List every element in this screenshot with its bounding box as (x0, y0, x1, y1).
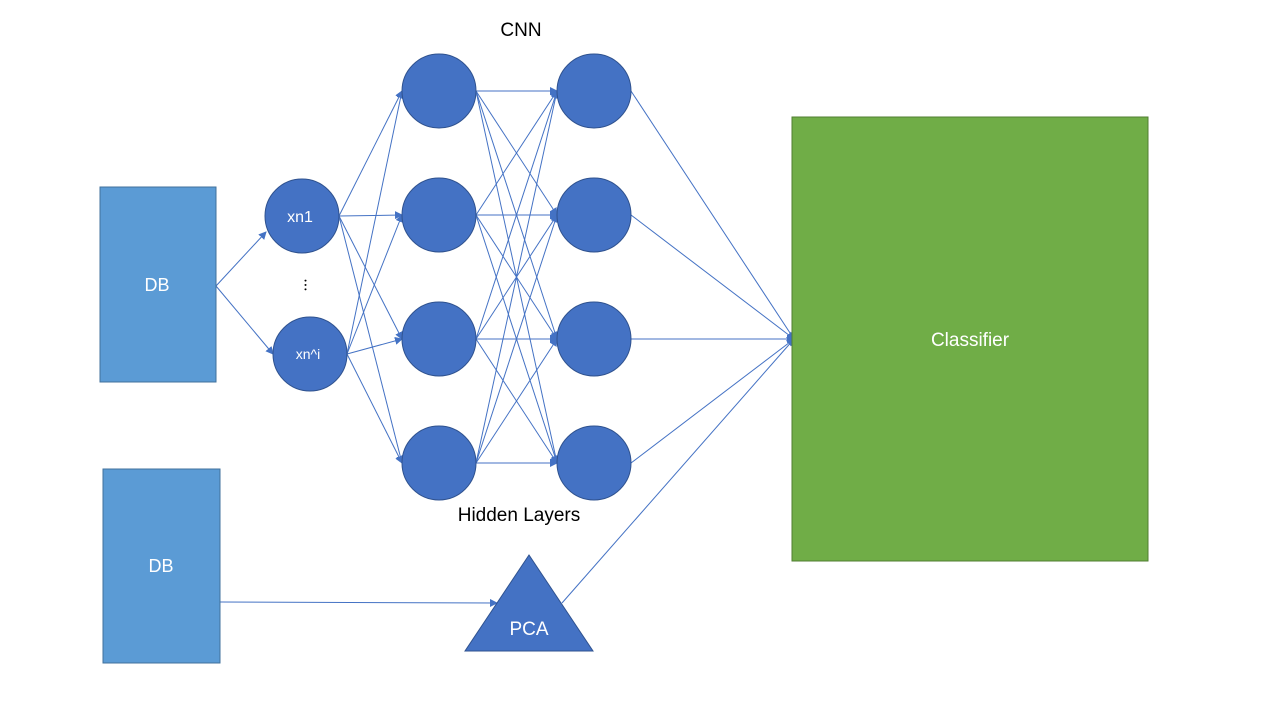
db-top: DB (99, 186, 217, 383)
edge-l1-4-to-l2-1 (475, 90, 560, 464)
hidden-node-l2-2 (556, 177, 632, 253)
hidden-layer-1 (401, 53, 477, 501)
hidden-node-l1-3 (401, 301, 477, 377)
input-node-xn1-label: xn1 (287, 209, 313, 226)
edge-xni-to-l1-3 (346, 336, 403, 355)
hidden-node-l1-1 (401, 53, 477, 129)
db-top-label: DB (144, 275, 169, 295)
hidden-node-l2-3 (556, 301, 632, 377)
db-bottom-box (102, 468, 221, 664)
edge-xn1-to-l1-4 (338, 215, 405, 464)
edge-pca-to-classifier (561, 338, 795, 604)
input-node-xn1: xn1 (264, 178, 340, 254)
input-node-xni: xn^i (272, 316, 348, 392)
classifier-box (791, 116, 1149, 562)
edge-l2-2-to-classifier (630, 214, 795, 340)
edge-xn1-to-l1-2 (338, 211, 403, 220)
connection-edges (215, 87, 795, 607)
edge-xn1-to-l1-1 (338, 90, 403, 217)
edge-l1-4-to-l2-3 (475, 338, 558, 464)
pca-triangle (464, 554, 594, 652)
hidden-node-l2-4 (556, 425, 632, 501)
edge-l2-4-to-classifier (630, 338, 795, 464)
edge-xni-to-l1-1 (346, 90, 405, 355)
db-bottom-label: DB (148, 556, 173, 576)
ellipsis-dots: • • • (301, 279, 308, 291)
hidden-node-l1-4 (401, 425, 477, 501)
cnn-title: CNN (500, 20, 541, 41)
edge-l1-3-to-l2-1 (475, 90, 559, 340)
edge-xn1-to-l1-3 (338, 215, 403, 340)
hidden-layer-2 (556, 53, 632, 501)
input-node-xni-label: xn^i (296, 346, 320, 362)
edge-xni-to-l1-4 (346, 353, 403, 464)
hidden-node-l2-1 (556, 53, 632, 129)
edge-l2-1-to-classifier (630, 90, 795, 340)
edge-db-to-pca (219, 598, 498, 607)
classifier-label: Classifier (931, 330, 1010, 351)
edge-l1-2-to-l2-1 (475, 90, 558, 216)
pca-label: PCA (509, 619, 548, 640)
pca-block: PCA (464, 554, 594, 652)
hidden-node-l1-2 (401, 177, 477, 253)
classifier-block: Classifier (791, 116, 1149, 562)
edge-db-to-xni (215, 285, 274, 355)
edge-db-to-xn1 (215, 231, 267, 287)
input-node-xni-circle (272, 316, 348, 392)
hidden-layers-label: Hidden Layers (458, 505, 581, 526)
input-node-xn1-circle (264, 178, 340, 254)
db-top-box (99, 186, 217, 383)
db-bottom: DB (102, 468, 221, 664)
edge-l1-4-to-l2-2 (475, 214, 559, 464)
